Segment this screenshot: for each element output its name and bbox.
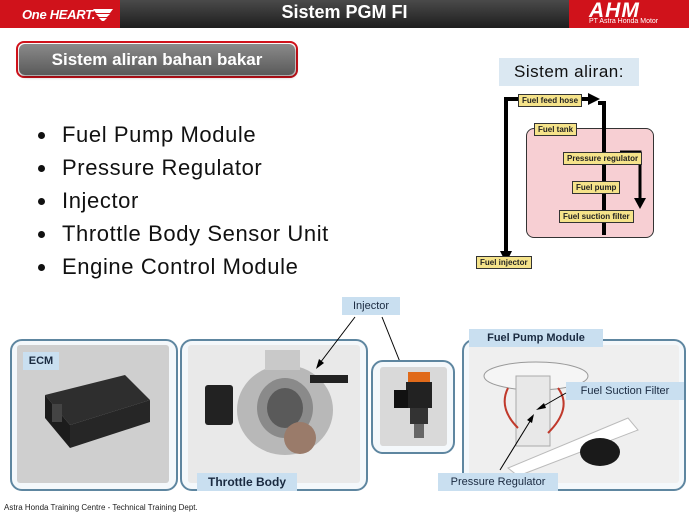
list-item: Fuel Pump Module bbox=[34, 118, 329, 151]
injector-label: Injector bbox=[342, 297, 400, 315]
footer-text: Astra Honda Training Centre - Technical … bbox=[4, 503, 198, 512]
fuel-suction-filter-label: Fuel Suction Filter bbox=[566, 382, 684, 400]
flow-title: Sistem aliran: bbox=[499, 58, 639, 86]
section-title: Sistem aliran bahan bakar bbox=[19, 44, 295, 75]
list-item: Engine Control Module bbox=[34, 250, 329, 283]
brand-right-block bbox=[569, 0, 689, 28]
honda-wing-icon bbox=[93, 9, 113, 21]
component-list: Fuel Pump Module Pressure Regulator Inje… bbox=[34, 118, 329, 283]
flow-label-suction-filter: Fuel suction filter bbox=[559, 210, 634, 223]
throttle-body-icon bbox=[205, 350, 348, 455]
injector-part-icon bbox=[394, 372, 432, 438]
list-item: Pressure Regulator bbox=[34, 151, 329, 184]
list-item: Throttle Body Sensor Unit bbox=[34, 217, 329, 250]
throttle-body-label: Throttle Body bbox=[197, 473, 297, 491]
flow-label-regulator: Pressure regulator bbox=[563, 152, 643, 165]
fuel-pump-module-icon bbox=[483, 361, 639, 477]
one-heart-logo-text: One HEART. bbox=[22, 7, 96, 22]
pump-pointer-arrows bbox=[499, 392, 567, 471]
flow-label-feed-hose: Fuel feed hose bbox=[518, 94, 583, 107]
flow-label-pump: Fuel pump bbox=[572, 181, 621, 194]
fuel-pump-module-label: Fuel Pump Module bbox=[469, 329, 603, 347]
ahm-logo-text: AHM bbox=[589, 0, 640, 22]
ahm-logo-subtitle: PT Astra Honda Motor bbox=[589, 18, 659, 25]
fuel-flow-arrows bbox=[500, 93, 646, 263]
ecm-unit-icon bbox=[45, 375, 150, 448]
list-item: Injector bbox=[34, 184, 329, 217]
slide-title: Sistem PGM FI bbox=[281, 2, 408, 22]
flow-label-tank: Fuel tank bbox=[534, 123, 578, 136]
ecm-label: ECM bbox=[23, 352, 59, 370]
pressure-regulator-label: Pressure Regulator bbox=[438, 473, 558, 491]
flow-label-injector: Fuel injector bbox=[476, 256, 532, 269]
